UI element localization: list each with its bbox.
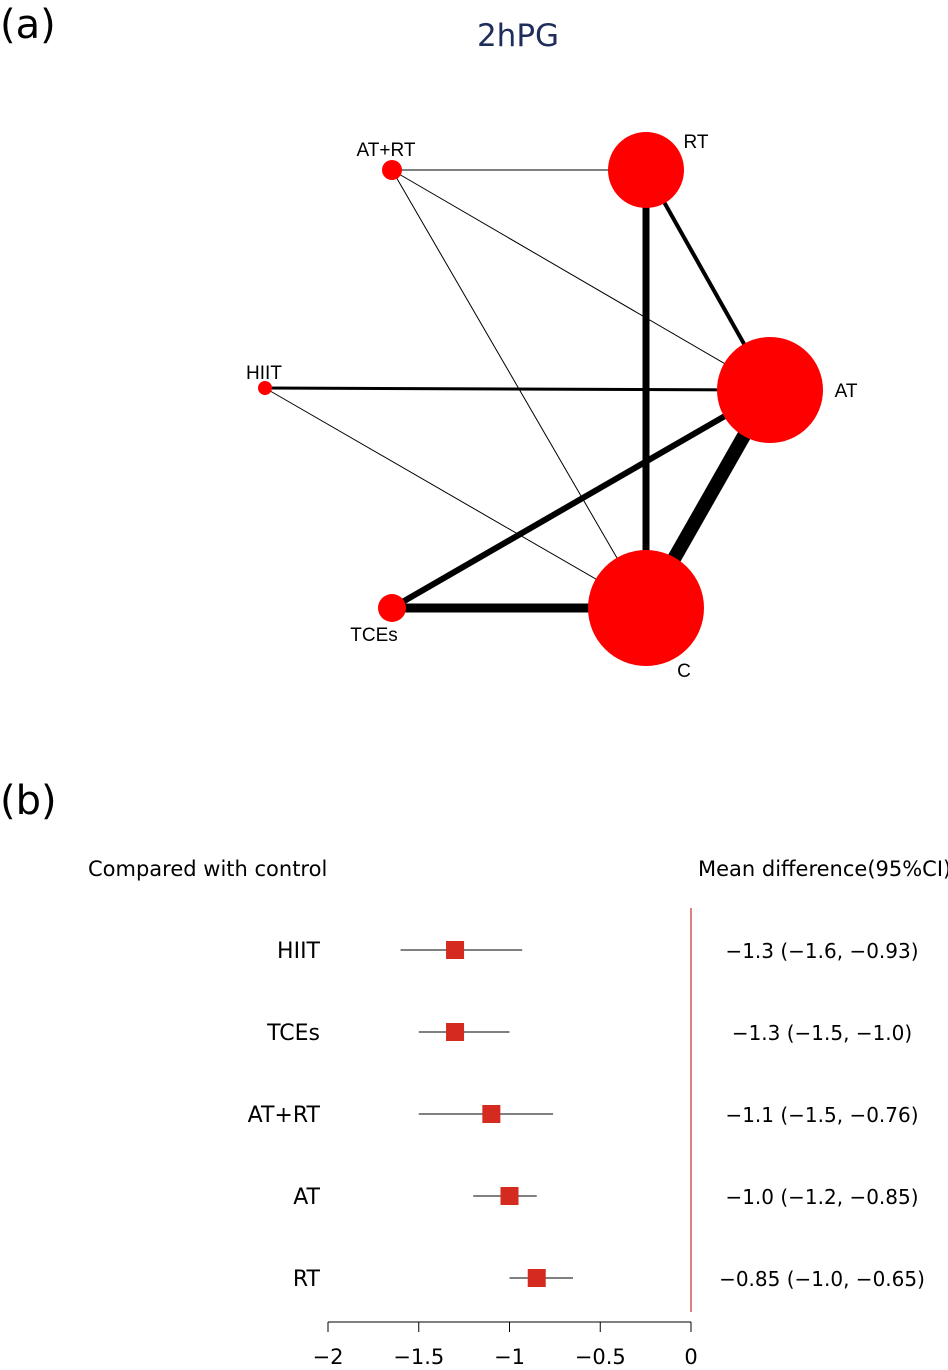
forest-right-header: Mean difference(95%CI)	[698, 857, 948, 881]
estimate-marker-hiit	[446, 941, 465, 959]
node-atrt	[382, 160, 402, 180]
ci-text-tces: −1.3 (−1.5, −1.0)	[732, 1021, 912, 1045]
network-edges	[264, 169, 777, 613]
x-tick-label: −2	[313, 1345, 344, 1369]
x-axis: −2 −1.5 −1 −0.5 0	[313, 1321, 698, 1369]
forest-plot: Compared with control Mean difference(95…	[88, 857, 948, 1369]
forest-left-header: Compared with control	[88, 857, 327, 881]
node-label-hiit: HIIT	[246, 363, 282, 384]
row-label-rt: RT	[293, 1267, 321, 1292]
node-rt	[608, 132, 684, 208]
node-c	[588, 550, 704, 666]
row-label-tces: TCEs	[266, 1021, 320, 1046]
node-label-tces: TCEs	[350, 625, 398, 646]
node-label-c: C	[677, 661, 691, 682]
forest-rows: HIIT −1.3 (−1.6, −0.93) TCEs −1.3 (−1.5, −1…	[248, 939, 925, 1292]
row-label-at: AT	[293, 1185, 320, 1210]
node-label-atrt: AT+RT	[357, 140, 416, 161]
edge-at-tces	[390, 387, 772, 611]
node-at	[717, 337, 823, 443]
network-plot: 2hPG RT AT C TCEs HIIT AT+RT	[246, 18, 858, 682]
ci-text-at: −1.0 (−1.2, −0.85)	[725, 1185, 918, 1209]
edge-hiit-at	[264, 386, 771, 392]
network-labels: RT AT C TCEs HIIT AT+RT	[246, 132, 858, 682]
panel-a-label: (a)	[0, 2, 56, 48]
node-tces	[378, 594, 406, 622]
node-hiit	[258, 381, 272, 395]
ci-text-at-rt: −1.1 (−1.5, −0.76)	[725, 1103, 918, 1127]
ci-text-hiit: −1.3 (−1.6, −0.93)	[725, 939, 918, 963]
network-nodes	[258, 132, 823, 666]
x-tick-label: −0.5	[575, 1345, 626, 1369]
network-title: 2hPG	[477, 18, 559, 54]
x-tick-label: 0	[684, 1345, 697, 1369]
x-tick-label: −1.5	[393, 1345, 444, 1369]
node-label-at: AT	[835, 381, 858, 402]
estimate-marker-at	[500, 1187, 519, 1205]
x-tick-label: −1	[494, 1345, 525, 1369]
panel-b-label: (b)	[0, 778, 57, 824]
estimate-marker-tces	[446, 1023, 465, 1041]
ci-text-rt: −0.85 (−1.0, −0.65)	[719, 1267, 925, 1291]
estimate-marker-rt	[527, 1269, 546, 1287]
edge-hiit-c	[264, 387, 647, 609]
row-label-at-rt: AT+RT	[248, 1103, 321, 1128]
row-label-hiit: HIIT	[277, 939, 321, 964]
node-label-rt: RT	[684, 132, 709, 153]
estimate-marker-at-rt	[482, 1105, 501, 1123]
edge-atrt-at	[391, 169, 771, 391]
